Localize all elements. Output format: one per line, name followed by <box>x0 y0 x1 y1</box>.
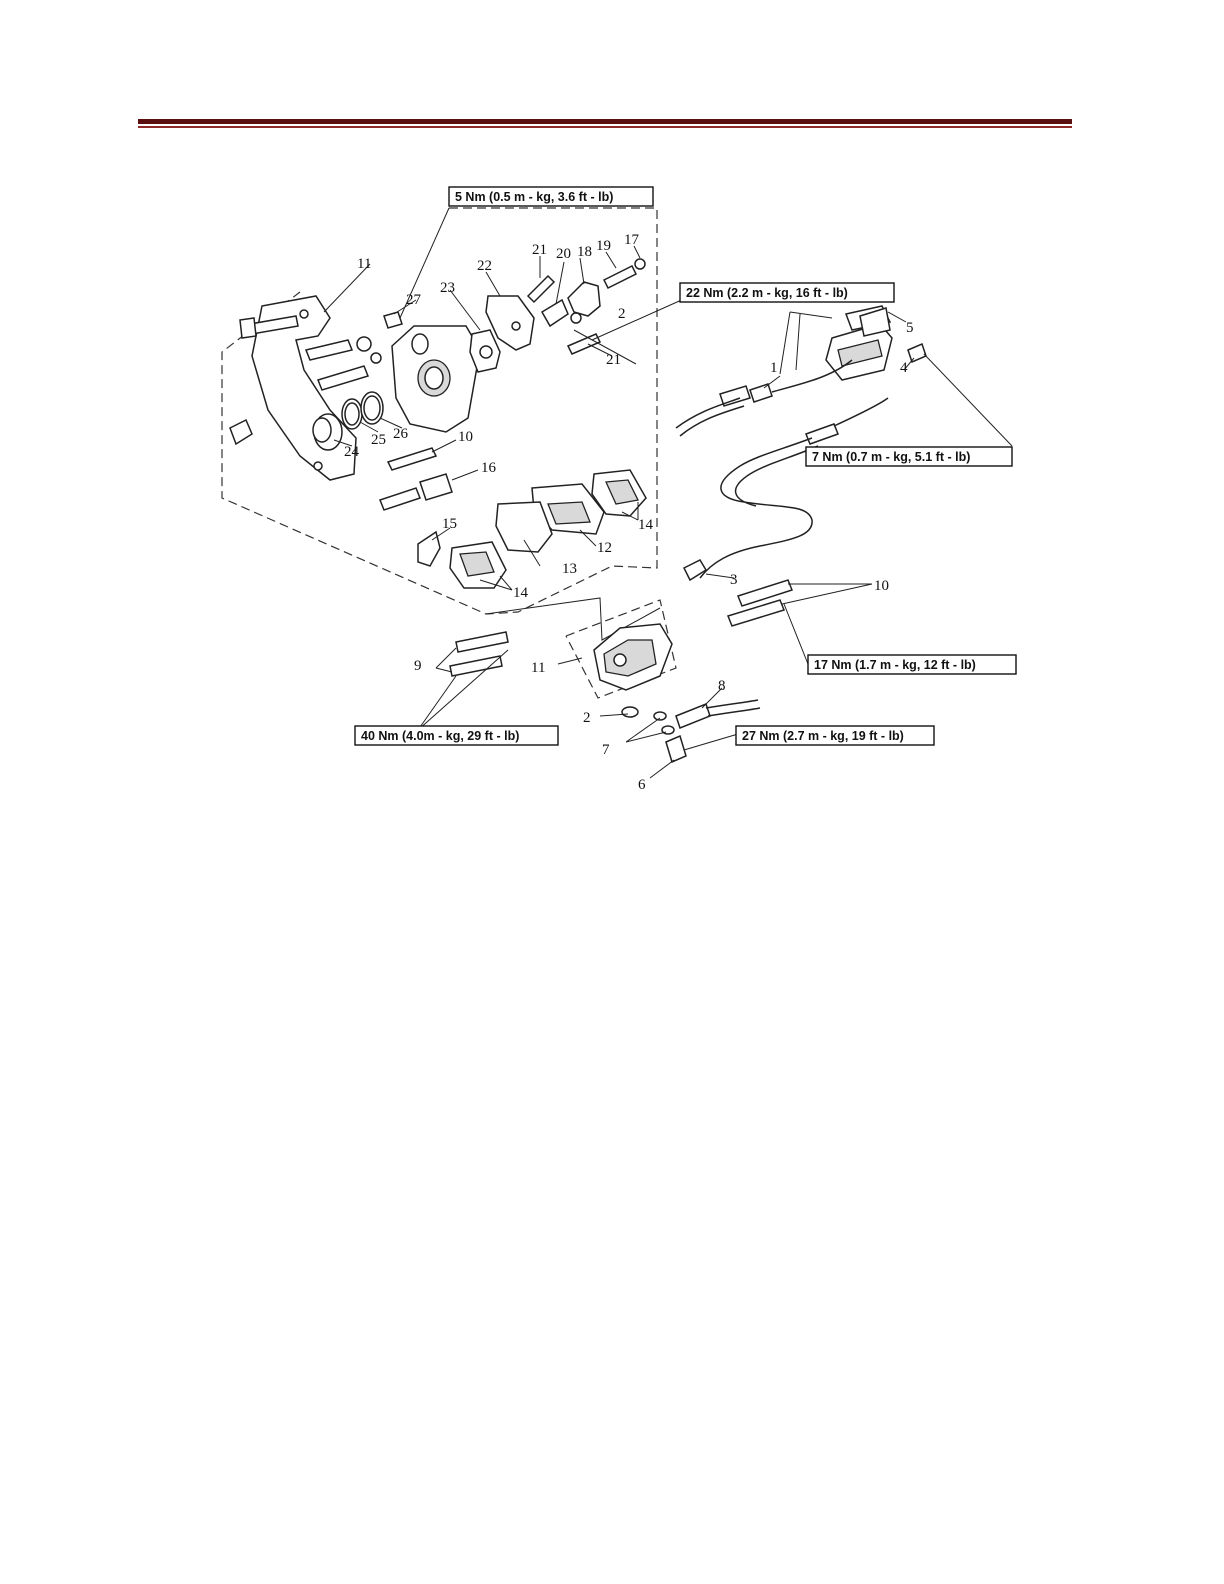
callout-21-upper: 21 <box>532 242 547 258</box>
callout-9: 9 <box>414 658 422 674</box>
callout-4: 4 <box>900 360 908 376</box>
torque-label-7nm: 7 Nm (0.7 m - kg, 5.1 ft - lb) <box>812 450 970 464</box>
washers-7 <box>654 712 674 734</box>
caliper-assembled-11 <box>594 624 672 690</box>
union-bolt-6 <box>666 736 686 762</box>
washer-2-upper <box>571 313 581 323</box>
callout-17: 17 <box>624 232 640 248</box>
washer-2-lower <box>622 707 638 717</box>
hose-fitting-upper <box>806 424 838 444</box>
callout-12: 12 <box>597 540 612 556</box>
callout-10-exploded: 10 <box>458 429 473 445</box>
caliper-body <box>392 326 480 432</box>
bracket-lines <box>780 312 832 374</box>
callout-19: 19 <box>596 238 611 254</box>
bracket-pin-left <box>230 420 252 444</box>
bolt-21-upper <box>528 276 554 302</box>
piston-24 <box>313 414 342 450</box>
callout-6: 6 <box>638 777 646 793</box>
torque-label-40nm: 40 Nm (4.0m - kg, 29 ft - lb) <box>361 729 519 743</box>
torque-label-22nm: 22 Nm (2.2 m - kg, 16 ft - lb) <box>686 286 848 300</box>
callout-7: 7 <box>602 742 610 758</box>
bolt-9 <box>450 632 508 676</box>
callout-1: 1 <box>770 360 778 376</box>
callout-11-exploded: 11 <box>357 256 371 272</box>
nut-17 <box>635 259 645 269</box>
lever-18 <box>568 282 600 316</box>
callout-10-assembled: 10 <box>874 578 889 594</box>
callout-15: 15 <box>442 516 457 532</box>
callout-8: 8 <box>718 678 726 694</box>
pad-13 <box>496 502 552 552</box>
callout-13: 13 <box>562 561 577 577</box>
callout-14-left: 14 <box>513 585 529 601</box>
callout-24: 24 <box>344 444 360 460</box>
seal-26 <box>361 392 383 424</box>
bolt-4 <box>908 344 926 362</box>
hose-end-3 <box>684 560 706 580</box>
callout-25: 25 <box>371 432 386 448</box>
callout-5: 5 <box>906 320 914 336</box>
hose-fitting-8 <box>676 700 760 728</box>
brake-hose <box>700 398 888 578</box>
callout-2-upper: 2 <box>618 306 626 322</box>
bolt-21-lower <box>568 334 600 354</box>
torque-label-27nm: 27 Nm (2.7 m - kg, 19 ft - lb) <box>742 729 904 743</box>
callout-3: 3 <box>730 572 738 588</box>
torque-label-5nm: 5 Nm (0.5 m - kg, 3.6 ft - lb) <box>455 190 613 204</box>
reservoir-hose-1b <box>680 406 744 436</box>
callout-11-assembled: 11 <box>531 660 545 676</box>
callout-14-right: 14 <box>638 517 654 533</box>
slide-bolt-lower <box>318 366 368 390</box>
callout-27: 27 <box>406 292 422 308</box>
callout-21-lower: 21 <box>606 352 621 368</box>
slide-bolt-middle <box>306 337 381 363</box>
callout-2-lower: 2 <box>583 710 591 726</box>
seal-25 <box>342 399 362 429</box>
shim-14-left <box>450 542 506 588</box>
callout-18: 18 <box>577 244 592 260</box>
callout-23: 23 <box>440 280 455 296</box>
torque-label-17nm: 17 Nm (1.7 m - kg, 12 ft - lb) <box>814 658 976 672</box>
bolt-19 <box>604 266 636 288</box>
callout-26: 26 <box>393 426 409 442</box>
callout-22: 22 <box>477 258 492 274</box>
callout-16: 16 <box>481 460 497 476</box>
spring-20 <box>542 300 568 326</box>
pin-16-exploded <box>380 474 452 510</box>
pin-10-assembled <box>728 580 792 626</box>
pin-10-exploded <box>388 448 436 470</box>
callout-20: 20 <box>556 246 571 262</box>
bleed-screw-27 <box>384 312 402 328</box>
